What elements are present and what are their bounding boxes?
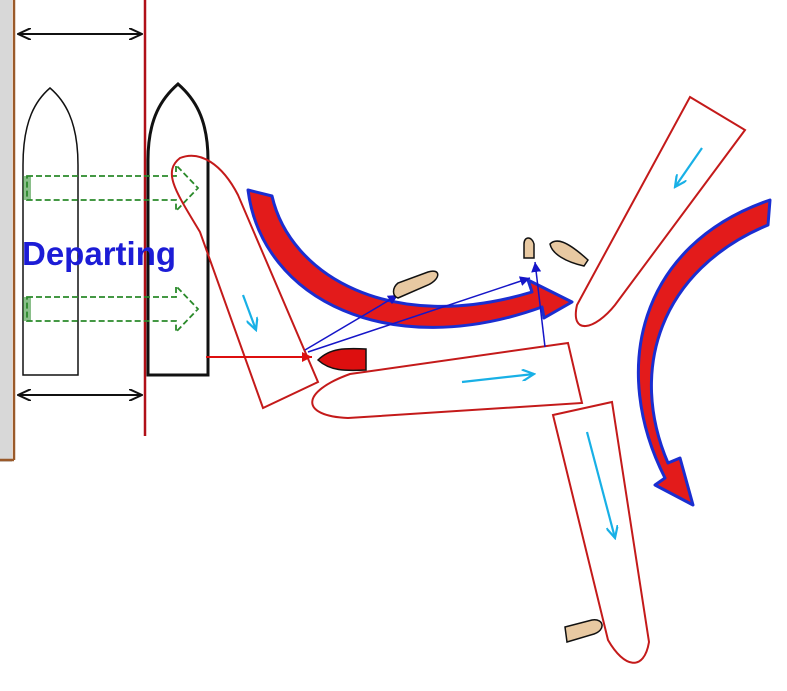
wall-shadow (0, 0, 12, 462)
track-position-1 (170, 154, 320, 410)
departing-hull-icon (146, 82, 210, 377)
track-position-3 (574, 95, 747, 327)
sight-line-1 (304, 294, 399, 351)
sweep-arrow-1 (246, 188, 574, 329)
track-position-4 (551, 400, 651, 664)
berthed-hull-icon (22, 87, 79, 376)
sight-lines (206, 261, 546, 362)
small-boat-icon-3 (549, 240, 589, 267)
small-boats (392, 237, 603, 643)
track-position-2 (311, 341, 584, 420)
push-guide-upper (23, 162, 200, 214)
sweep-arrows (246, 188, 772, 507)
sight-line-2 (531, 261, 546, 348)
sight-line-3 (307, 276, 531, 353)
launch-boat-icon (316, 347, 367, 372)
current-arrow-4 (585, 431, 615, 538)
sweep-arrow-2 (636, 198, 772, 507)
small-boat-icon-2 (523, 237, 535, 259)
ship-tracks (170, 95, 747, 664)
berth-area: Departing (0, 0, 210, 462)
current-arrow-3 (675, 147, 703, 187)
small-boat-icon-4 (564, 619, 603, 643)
small-boat-icon-1 (392, 270, 439, 299)
current-arrow-1 (241, 294, 256, 330)
departing-label: Departing (22, 235, 176, 272)
current-arrows (241, 147, 703, 538)
push-guide-lower (23, 283, 200, 335)
current-arrow-2 (461, 374, 534, 384)
